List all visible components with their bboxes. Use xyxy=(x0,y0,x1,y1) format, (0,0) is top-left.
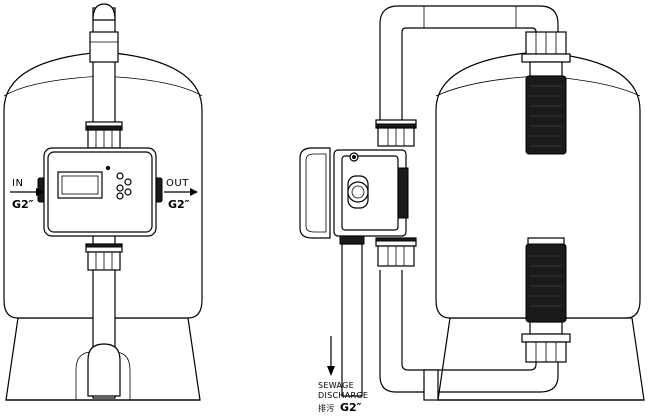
side-top-pipe-loop xyxy=(379,5,559,124)
bottom-strainer xyxy=(525,237,567,323)
side-bottom-pipe-loop xyxy=(379,270,559,393)
sewage-label-chinese: 排污 xyxy=(318,403,335,413)
valve-knob xyxy=(347,181,369,203)
top-lateral-fitting xyxy=(521,31,571,77)
bottom-lateral-fitting xyxy=(521,321,571,363)
sewage-label-line2: DISCHARGE xyxy=(318,391,368,400)
side-upper-union xyxy=(375,119,417,147)
side-valve-body xyxy=(333,149,409,237)
sewage-size-label: G2″ xyxy=(340,401,362,414)
front-view: IN G2″ OUT G2″ xyxy=(3,3,203,401)
side-tank-body xyxy=(435,51,641,319)
side-lower-union xyxy=(375,237,417,267)
down-arrow-icon xyxy=(327,336,335,376)
control-valve xyxy=(37,147,163,237)
sewage-label-line1: SEWAGE xyxy=(318,381,354,390)
side-controller-cover xyxy=(299,147,331,239)
front-lower-union xyxy=(85,243,123,271)
right-arrow-icon xyxy=(10,188,44,196)
outlet-label: OUT xyxy=(166,178,189,189)
inlet-label: IN xyxy=(12,178,23,189)
top-strainer xyxy=(525,75,567,155)
front-upper-union xyxy=(85,121,123,149)
sewage-pipe xyxy=(339,235,365,397)
inlet-size-label: G2″ xyxy=(12,198,34,211)
valve-keypad xyxy=(116,172,132,200)
right-arrow-icon xyxy=(164,188,198,196)
side-view: SEWAGE DISCHARGE 排污 G2″ xyxy=(299,5,645,414)
outlet-size-label: G2″ xyxy=(168,198,190,211)
